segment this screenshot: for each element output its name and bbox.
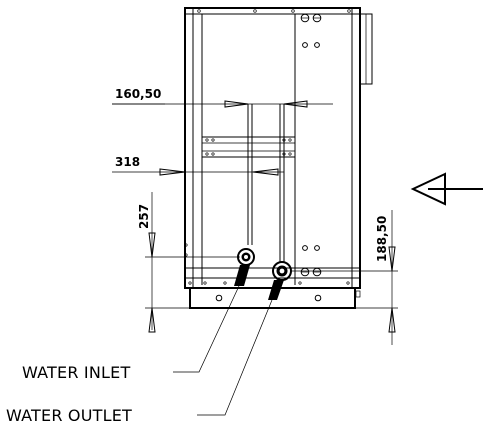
dimension-label-160-50: 160,50 [115,87,161,101]
dimension-188-50 [290,210,398,345]
dimension-label-188-50: 188,50 [375,216,389,262]
outlet-leader [197,299,273,416]
dimension-318 [112,168,284,176]
dimension-160-50 [112,100,333,108]
inlet-leader [173,285,240,373]
internal-pipes [247,104,285,262]
dimension-257 [145,192,240,333]
unit-frame [184,7,373,289]
water-inlet-label: WATER INLET [22,363,130,382]
dimension-label-318: 318 [115,155,140,169]
upper-fittings [300,13,322,48]
lower-right-fittings [184,243,322,277]
airflow-arrow-icon [410,172,483,206]
dimension-label-257: 257 [137,204,151,229]
water-outlet-label: WATER OUTLET [6,406,132,425]
